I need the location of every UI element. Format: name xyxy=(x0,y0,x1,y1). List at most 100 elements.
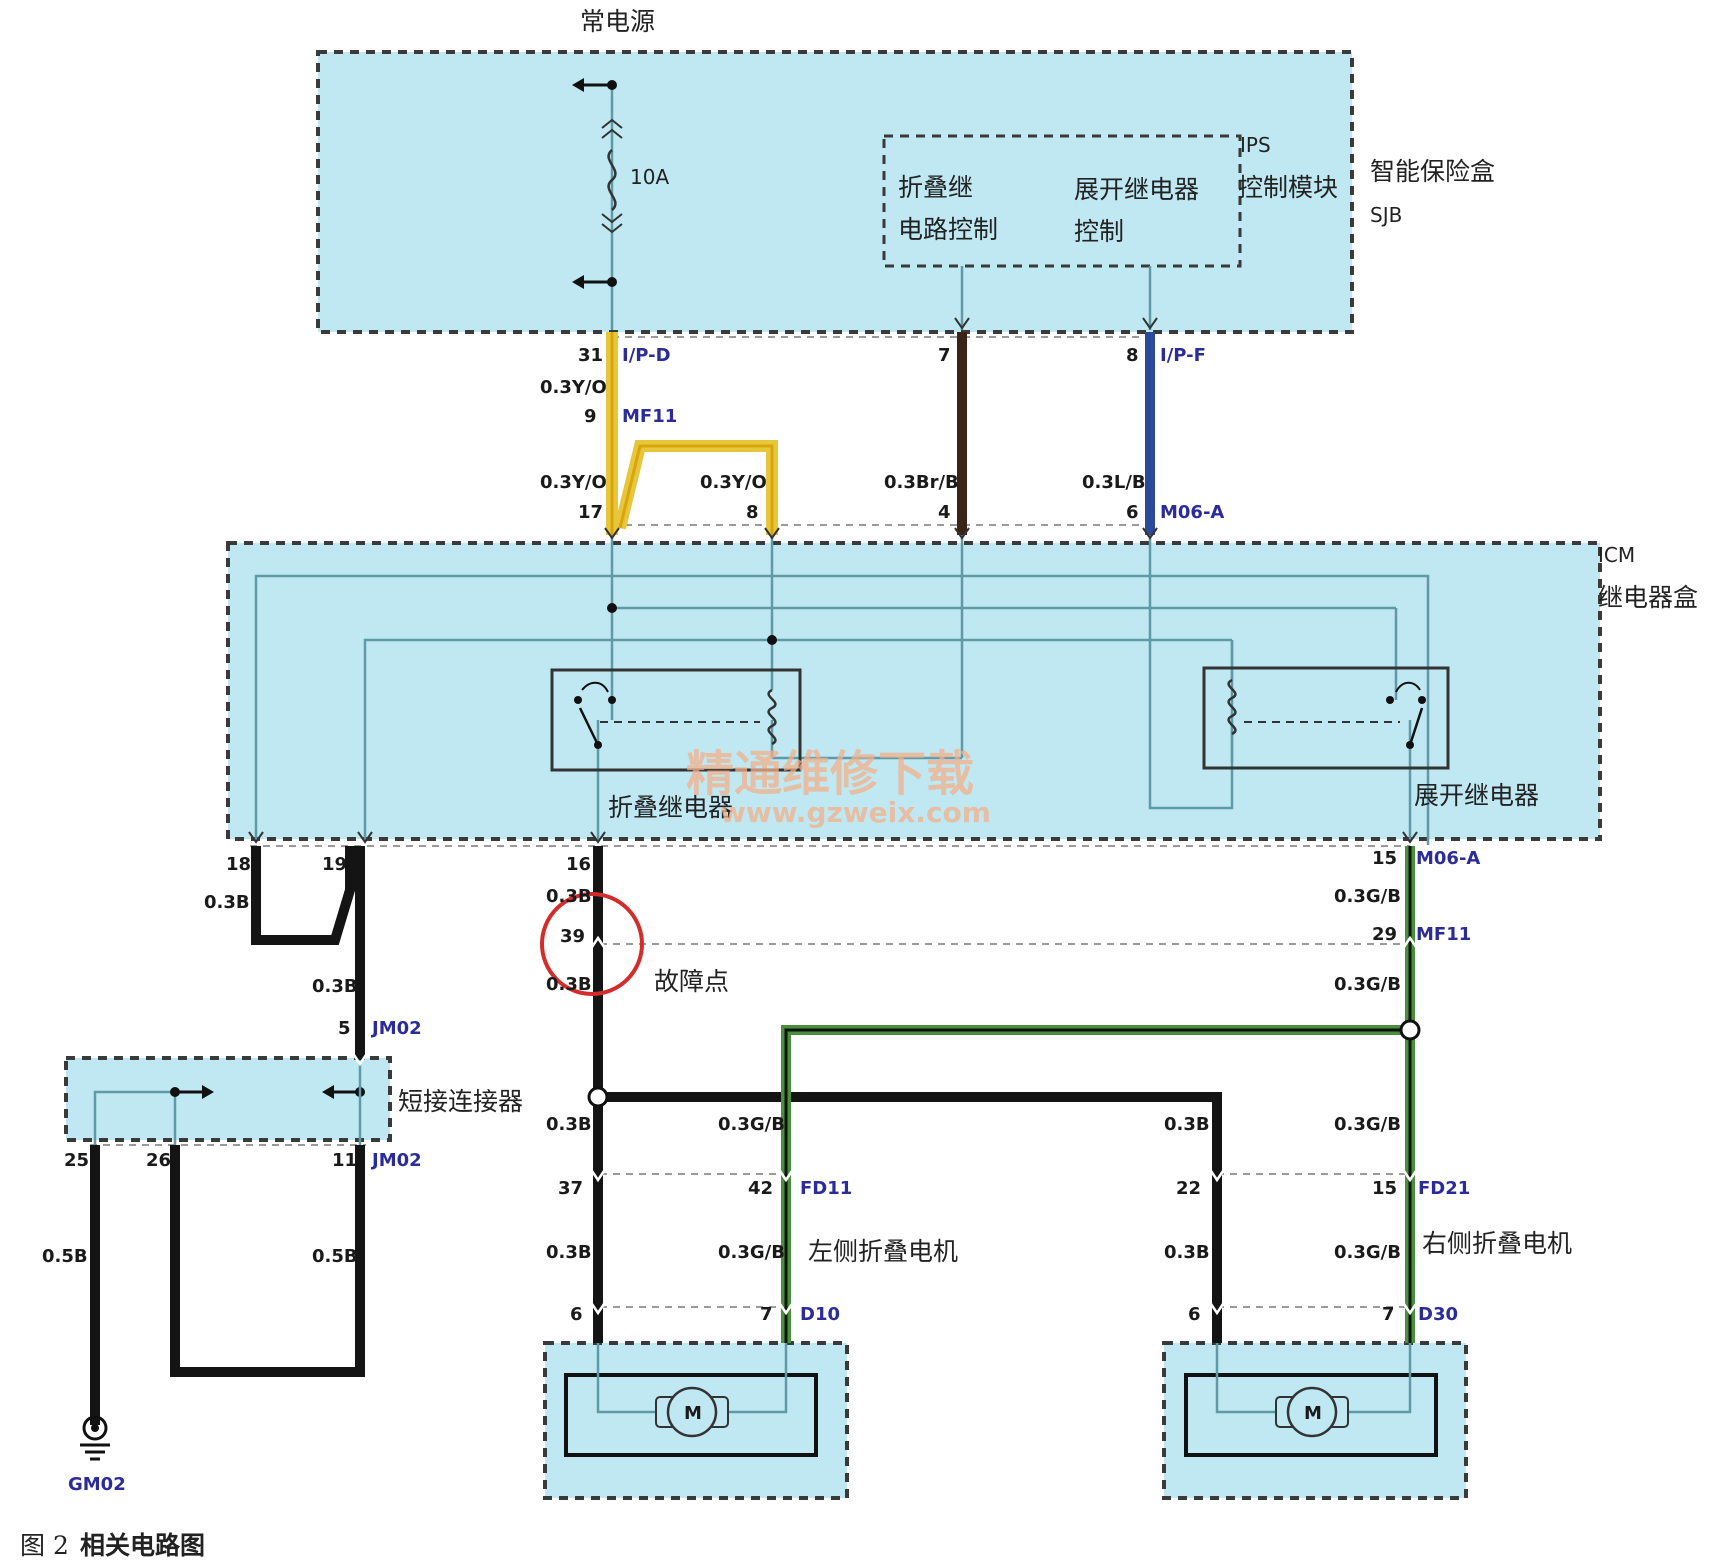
connector-code: I/P-D xyxy=(622,345,671,366)
fold-relay-label: 折叠继电器 xyxy=(608,793,733,822)
icm-name-label: 继电器盒 xyxy=(1598,583,1698,612)
pin-number: 15 xyxy=(1372,848,1397,869)
connector-code: D30 xyxy=(1418,1304,1458,1325)
pin-number: 29 xyxy=(1372,924,1397,945)
ground-symbol xyxy=(80,1415,110,1461)
wire-spec-label: 0.3B xyxy=(546,886,592,907)
wire-spec-label: 0.3G/B xyxy=(1334,1114,1401,1135)
short-connector-label: 短接连接器 xyxy=(398,1087,523,1116)
watermark-url: www.gzweix.com xyxy=(720,796,991,829)
sjb-code-label: SJB xyxy=(1370,203,1402,227)
watermark-cn: 精通维修下载 xyxy=(686,746,974,802)
wire-spec-label: 0.3B xyxy=(546,1242,592,1263)
wire-spec-label: 0.5B xyxy=(312,1246,358,1267)
wire-spec-label: 0.3G/B xyxy=(1334,886,1401,907)
wire-spec-label: 0.3Br/B xyxy=(884,472,959,493)
left-motor-label: 左侧折叠电机 xyxy=(808,1237,958,1266)
fuse-circuit xyxy=(572,78,623,330)
fault-point-circle xyxy=(540,892,644,996)
pin-number: 5 xyxy=(338,1018,351,1039)
power-source-label: 常电源 xyxy=(580,7,655,36)
wire-spec-label: 0.3B xyxy=(1164,1242,1210,1263)
wire-yellow-power xyxy=(606,332,778,535)
fold-relay-control-label-1: 折叠继 xyxy=(898,173,973,202)
wire-green-unfold xyxy=(781,846,1421,1343)
pin-number: 7 xyxy=(938,345,951,366)
pin-number: 31 xyxy=(578,345,603,366)
wire-spec-label: 0.5B xyxy=(42,1246,88,1267)
ips-module-box xyxy=(882,134,1242,268)
connector-code: M06-A xyxy=(1416,848,1480,869)
fold-relay-symbol xyxy=(550,668,802,772)
unfold-relay-control-label-1: 展开继电器 xyxy=(1074,175,1199,204)
pin-number: 9 xyxy=(584,406,597,427)
right-motor-label: 右侧折叠电机 xyxy=(1422,1229,1572,1258)
pin-number: 7 xyxy=(1382,1304,1395,1325)
wire-spec-label: 0.3G/B xyxy=(1334,974,1401,995)
short-connector-internals xyxy=(93,1060,365,1145)
wire-spec-label: 0.3Y/O xyxy=(540,377,607,398)
wire-spec-label: 0.3G/B xyxy=(1334,1242,1401,1263)
connector-code: JM02 xyxy=(370,1018,422,1039)
pin-number: 6 xyxy=(570,1304,583,1325)
wire-black-ground-loop xyxy=(251,846,365,1060)
sjb-module-box xyxy=(316,50,1354,334)
wire-black-short-connector xyxy=(90,1145,365,1425)
icm-internal-wiring xyxy=(254,535,1430,845)
pin-number: 15 xyxy=(1372,1178,1397,1199)
connector-code: FD21 xyxy=(1418,1178,1470,1199)
icm-code-label: ICM xyxy=(1598,543,1635,567)
pin-number: 8 xyxy=(746,502,759,523)
pin-number: 42 xyxy=(748,1178,773,1199)
pin-number: 11 xyxy=(332,1150,357,1171)
figure-number: 图 2 xyxy=(20,1531,69,1560)
wire-spec-label: 0.3G/B xyxy=(718,1114,785,1135)
ground-label: GM02 xyxy=(68,1474,126,1495)
wire-spec-label: 0.3B xyxy=(1164,1114,1210,1135)
connector-code: M06-A xyxy=(1160,502,1224,523)
left-motor-m-label: M xyxy=(684,1403,702,1424)
connector-marks xyxy=(350,935,1420,1316)
pin-number: 4 xyxy=(938,502,951,523)
right-motor-m-label: M xyxy=(1304,1403,1322,1424)
pin-number: 8 xyxy=(1126,345,1139,366)
wire-black-fold xyxy=(587,846,1222,1343)
connector-code: FD11 xyxy=(800,1178,852,1199)
connector-code: JM02 xyxy=(370,1150,422,1171)
unfold-relay-label: 展开继电器 xyxy=(1414,781,1539,810)
fold-relay-control-label-2: 电路控制 xyxy=(898,215,998,244)
wire-spec-label: 0.3B xyxy=(204,892,250,913)
pin-number: 6 xyxy=(1126,502,1139,523)
connector-code: I/P-F xyxy=(1160,345,1206,366)
pin-number: 26 xyxy=(146,1150,171,1171)
icm-module-box xyxy=(226,541,1602,841)
pin-number: 16 xyxy=(566,854,591,875)
right-motor-symbol xyxy=(1184,1343,1438,1457)
pin-number: 17 xyxy=(578,502,603,523)
control-module-label: 控制模块 xyxy=(1238,173,1338,202)
pin-number: 18 xyxy=(226,854,251,875)
wire-spec-label: 0.3Y/O xyxy=(540,472,607,493)
unfold-relay-symbol xyxy=(1202,666,1450,770)
pin-number: 19 xyxy=(322,854,347,875)
ips-label: IPS xyxy=(1240,133,1271,157)
wire-spec-label: 0.3B xyxy=(546,974,592,995)
left-motor-symbol xyxy=(564,1343,818,1457)
wire-spec-label: 0.3B xyxy=(546,1114,592,1135)
wire-spec-label: 0.3L/B xyxy=(1082,472,1146,493)
pin-number: 22 xyxy=(1176,1178,1201,1199)
unfold-relay-control-label-2: 控制 xyxy=(1074,217,1124,246)
wire-spec-label: 0.3Y/O xyxy=(700,472,767,493)
fuse-rating-label: 10A xyxy=(630,165,669,189)
pin-number: 7 xyxy=(760,1304,773,1325)
connector-code: D10 xyxy=(800,1304,840,1325)
pin-number: 6 xyxy=(1188,1304,1201,1325)
pin-number: 37 xyxy=(558,1178,583,1199)
sjb-name-label: 智能保险盒 xyxy=(1370,157,1495,186)
connector-code: MF11 xyxy=(1416,924,1471,945)
wire-spec-label: 0.3B xyxy=(312,976,358,997)
fault-point-label: 故障点 xyxy=(654,967,729,996)
short-connector-box xyxy=(64,1056,392,1142)
connector-code: MF11 xyxy=(622,406,677,427)
